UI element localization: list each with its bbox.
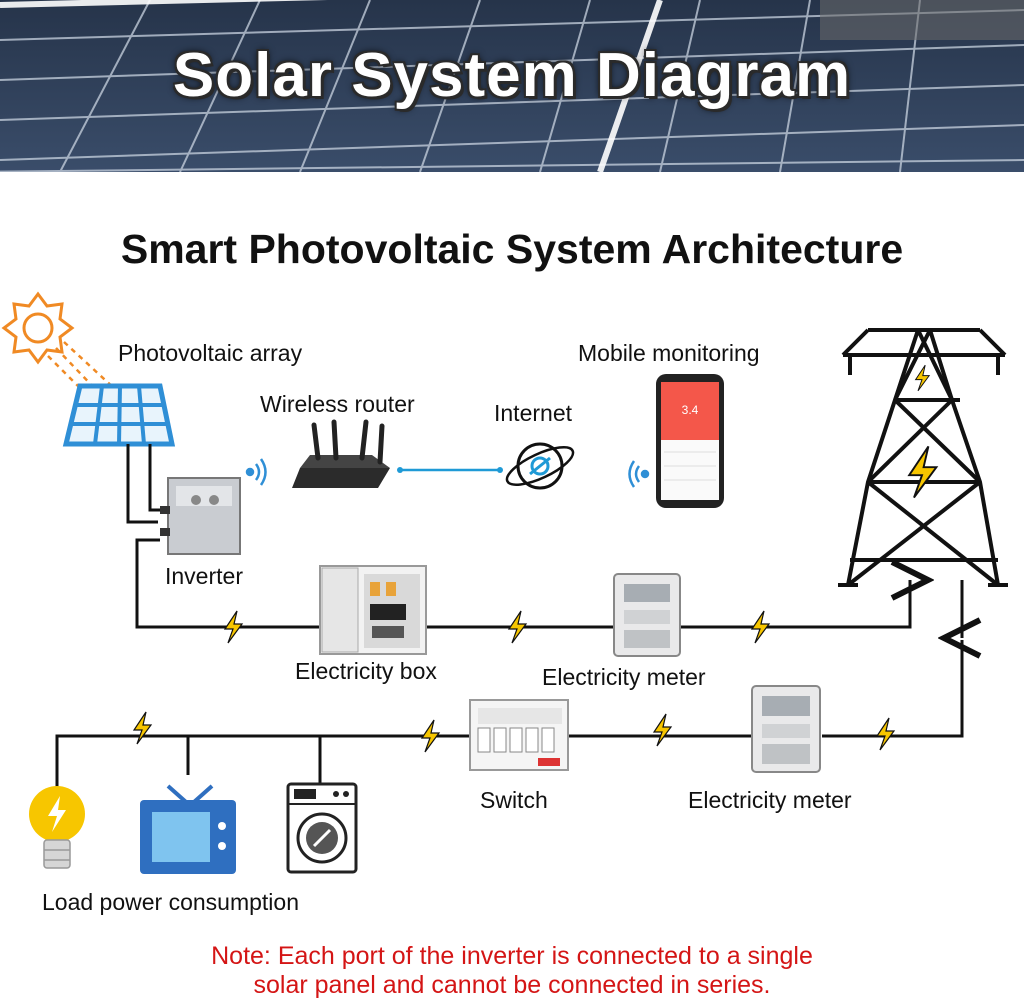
- label-inverter: Inverter: [165, 563, 243, 589]
- wireless-router-icon: [292, 419, 390, 488]
- washing-machine-icon: [286, 782, 358, 874]
- label-internet: Internet: [494, 400, 572, 426]
- electricity-meter-top-icon: [613, 573, 681, 657]
- network-link: [397, 467, 503, 473]
- banner-title: Solar System Diagram: [172, 41, 852, 110]
- footnote-line-2: solar panel and cannot be connected in s…: [253, 971, 771, 999]
- header-banner: Solar System Diagram: [0, 0, 1024, 172]
- electricity-meter-bottom-icon: [751, 685, 821, 773]
- internet-globe-icon: [505, 442, 575, 490]
- television-icon: [140, 784, 236, 874]
- mobile-phone-icon: 3.4: [656, 374, 724, 508]
- phone-screen-value: 3.4: [682, 403, 699, 417]
- switch-panel-icon: [469, 699, 569, 771]
- inverter-icon: [160, 477, 241, 555]
- phone-signal-icon: [628, 460, 650, 488]
- wifi-signal-icon: [245, 458, 267, 486]
- label-switch: Switch: [480, 787, 548, 813]
- diagram-title: Smart Photovoltaic System Architecture: [120, 226, 904, 272]
- footnote: Note: Each port of the inverter is conne…: [0, 942, 1024, 1000]
- label-load-power-consumption: Load power consumption: [42, 889, 299, 915]
- sun-icon: [1, 291, 117, 397]
- label-electricity-meter-top: Electricity meter: [542, 664, 706, 690]
- label-electricity-meter-bottom: Electricity meter: [688, 787, 852, 813]
- light-bulb-icon: [29, 786, 85, 869]
- label-electricity-box: Electricity box: [295, 658, 437, 684]
- power-tower-icon: [838, 328, 1008, 587]
- solar-panel-icon: [62, 383, 176, 447]
- electricity-box-icon: [319, 565, 427, 655]
- label-wireless-router: Wireless router: [260, 391, 415, 417]
- solar-panel-photo: [0, 0, 1024, 172]
- label-photovoltaic-array: Photovoltaic array: [118, 340, 303, 366]
- label-mobile-monitoring: Mobile monitoring: [578, 340, 760, 366]
- footnote-line-1: Note: Each port of the inverter is conne…: [211, 942, 813, 970]
